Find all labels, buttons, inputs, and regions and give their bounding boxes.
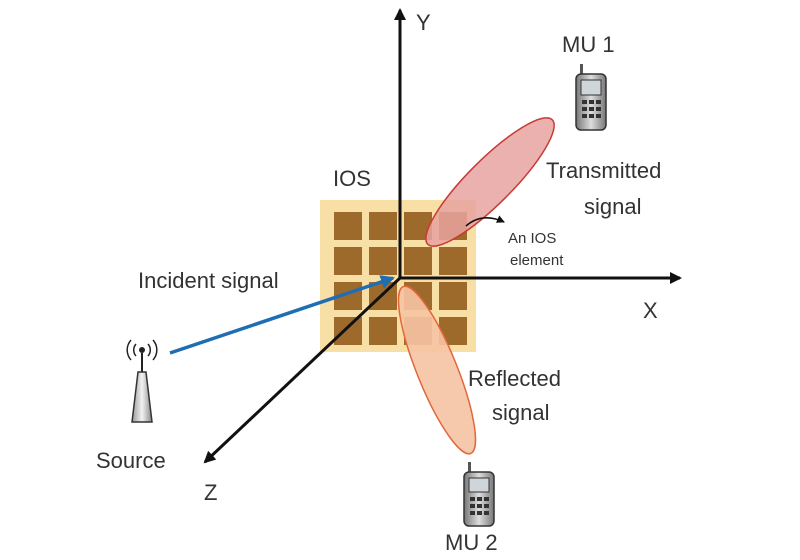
x-axis-label: X [643, 298, 658, 323]
ios-label: IOS [333, 166, 371, 191]
ios-element [334, 247, 362, 275]
ios-element [404, 247, 432, 275]
ios-element [439, 247, 467, 275]
phone-icon [463, 462, 495, 527]
ios-element [439, 282, 467, 310]
ios-element-label-line1: An IOS [508, 230, 556, 247]
transmitted-label-line1: Transmitted [546, 158, 661, 183]
ios-element [334, 317, 362, 345]
antenna-icon [126, 339, 158, 423]
y-axis-label: Y [416, 10, 431, 35]
ios-element [334, 212, 362, 240]
z-axis-label: Z [204, 480, 217, 505]
transmitted-label-line2: signal [584, 194, 641, 219]
source-label: Source [96, 448, 166, 473]
phone-icon [575, 64, 607, 131]
ios-element [369, 247, 397, 275]
reflected-label-line1: Reflected [468, 366, 561, 391]
reflected-lobe [397, 285, 477, 455]
incident-signal-label: Incident signal [138, 268, 279, 293]
mu2-label: MU 2 [445, 530, 498, 555]
z-axis [203, 276, 402, 464]
incident-signal-arrow [169, 275, 395, 355]
reflected-label-line2: signal [492, 400, 549, 425]
ios-element [369, 317, 397, 345]
ios-element-pointer [465, 215, 505, 227]
ios-element-label-line2: element [510, 252, 564, 269]
transmitted-lobe [425, 117, 555, 247]
mu1-label: MU 1 [562, 32, 615, 57]
ios-element [369, 212, 397, 240]
